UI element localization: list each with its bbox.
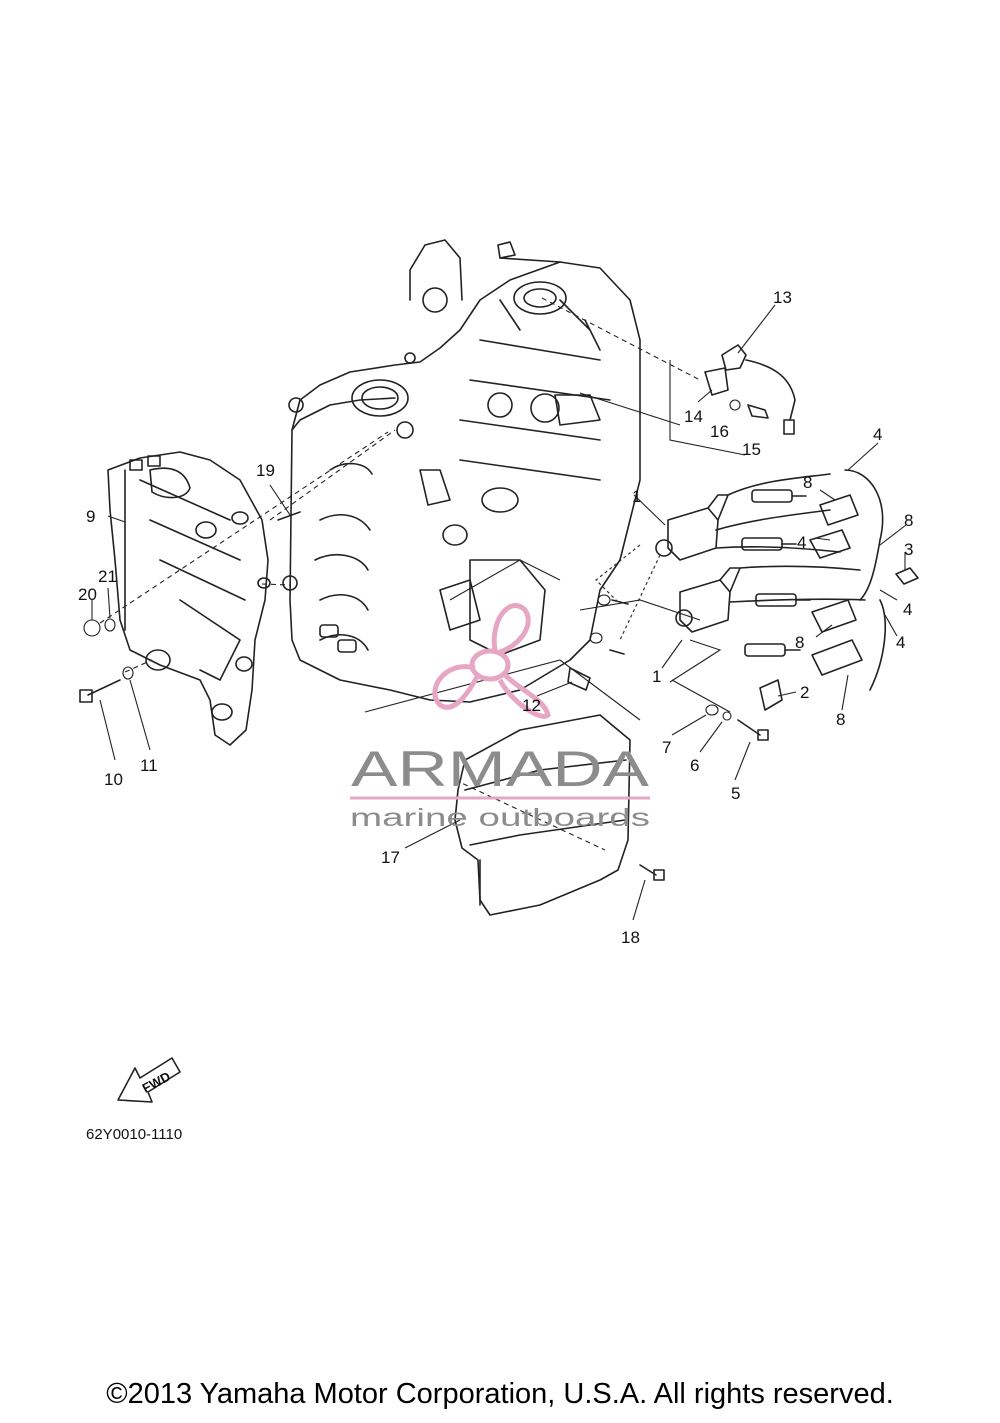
propeller-logo-icon [432, 603, 551, 719]
plug-caps [809, 494, 863, 676]
spark-plug [755, 593, 811, 607]
fwd-label: FWD [140, 1069, 173, 1096]
ignition-coils [655, 469, 886, 691]
cylinder-block [282, 239, 641, 703]
callout-16: 16 [710, 422, 729, 441]
leader-lines [91, 304, 907, 921]
watermark-tagline: marine outboards [350, 804, 650, 832]
callout-8a: 8 [803, 473, 812, 492]
callout-1b: 1 [652, 667, 661, 686]
callouts: 1 1 2 3 4 4 4 4 5 6 7 8 8 8 8 9 10 11 12… [78, 288, 913, 947]
thermo-sensor [704, 344, 796, 435]
assembly-lines [99, 297, 701, 851]
callout-11: 11 [140, 756, 158, 775]
callout-20: 20 [78, 585, 97, 604]
spark-plug [741, 537, 797, 551]
fwd-arrow-icon: FWD [117, 1057, 181, 1103]
drawing-code: 62Y0010-1110 [86, 1126, 182, 1143]
spark-plugs [741, 489, 811, 657]
hardware [79, 511, 919, 881]
engine-bracket [107, 451, 271, 746]
callout-19: 19 [256, 461, 275, 480]
callout-4d: 4 [896, 633, 905, 652]
callout-1a: 1 [632, 487, 641, 506]
callout-21: 21 [98, 567, 117, 586]
callout-14: 14 [684, 407, 703, 426]
callout-8c: 8 [795, 633, 804, 652]
callout-2: 2 [800, 683, 809, 702]
callout-8d: 8 [836, 710, 845, 729]
watermark-brand: ARMADA [351, 741, 650, 797]
callout-4c: 4 [903, 600, 912, 619]
callout-9: 9 [86, 507, 95, 526]
callout-12: 12 [522, 696, 541, 715]
callout-3: 3 [904, 540, 913, 559]
spark-plug [751, 489, 807, 503]
callout-15: 15 [742, 440, 761, 459]
callout-10: 10 [104, 770, 123, 789]
callout-7: 7 [662, 738, 671, 757]
callout-8b: 8 [904, 511, 913, 530]
callout-5: 5 [731, 784, 740, 803]
callout-18: 18 [621, 928, 640, 947]
callout-13: 13 [773, 288, 792, 307]
callout-4a: 4 [873, 425, 882, 444]
callout-6: 6 [690, 756, 699, 775]
copyright-notice: ©2013 Yamaha Motor Corporation, U.S.A. A… [106, 1378, 894, 1410]
watermark: ARMADA marine outboards [350, 603, 650, 832]
callout-4b: 4 [797, 533, 806, 552]
cover [454, 714, 631, 916]
callout-17: 17 [381, 848, 400, 867]
spark-plug [744, 643, 801, 657]
